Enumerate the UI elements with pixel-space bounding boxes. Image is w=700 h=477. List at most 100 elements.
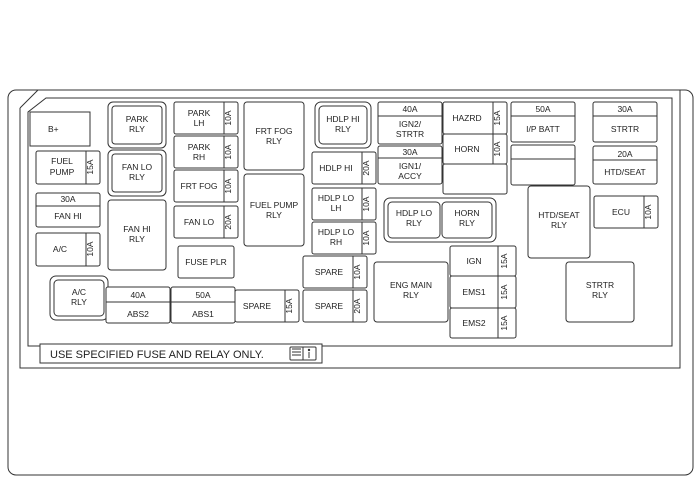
fuse-htd-seat-amp: 20A xyxy=(617,149,632,159)
fuse-puller-label: FUSE PLR xyxy=(185,257,227,267)
relay-strtr-label-1: STRTR xyxy=(586,280,614,290)
fuse-fuel-pump-label-1: FUEL xyxy=(51,156,73,166)
empty-fuse-slot-2 xyxy=(510,144,576,186)
fuse-ign1-accy: 30A IGN1/ ACCY xyxy=(377,145,443,185)
fuse-spare-left-amp: 15A xyxy=(284,298,294,313)
fuse-ac-label: A/C xyxy=(53,244,67,254)
fuse-park-lh-label-1: PARK xyxy=(188,108,211,118)
fuse-hdlp-hi-label: HDLP HI xyxy=(319,163,352,173)
fuse-frt-fog-amp: 10A xyxy=(223,178,233,193)
relay-park-label-2: RLY xyxy=(129,124,145,134)
battery-terminal-label: B+ xyxy=(48,124,59,134)
fuse-park-lh: PARK LH 10A xyxy=(173,101,239,135)
relay-ac-label-1: A/C xyxy=(72,287,86,297)
fuse-ign2-strtr: 40A IGN2/ STRTR xyxy=(377,101,443,145)
fuse-ign: IGN 15A xyxy=(449,245,517,277)
fuse-ems1: EMS1 15A xyxy=(449,275,517,309)
fuse-abs2-label: ABS2 xyxy=(127,309,149,319)
fuse-fan-hi-label: FAN HI xyxy=(54,211,81,221)
fuse-ip-batt: 50A I/P BATT xyxy=(510,101,576,143)
fuse-hazrd-amp: 15A xyxy=(492,110,502,125)
fuse-park-rh-label-2: RH xyxy=(193,152,205,162)
battery-terminal: B+ xyxy=(29,111,91,147)
fuse-spare-top-amp: 10A xyxy=(352,264,362,279)
relay-fan-lo: FAN LO RLY xyxy=(107,149,167,197)
fuse-spare-top: SPARE 10A xyxy=(302,255,368,289)
relay-ac: A/C RLY xyxy=(49,275,109,321)
fuse-fuel-pump-amp: 15A xyxy=(85,159,95,174)
fuse-ign2-strtr-label-1: IGN2/ xyxy=(399,119,422,129)
relay-fan-hi-label-1: FAN HI xyxy=(123,224,150,234)
fuse-strtr-amp: 30A xyxy=(617,104,632,114)
fuse-ign1-accy-amp: 30A xyxy=(402,147,417,157)
fuse-fan-lo-label: FAN LO xyxy=(184,217,215,227)
fuse-hdlp-lo-lh-label-2: LH xyxy=(331,203,342,213)
relay-frt-fog-label-2: RLY xyxy=(266,136,282,146)
relay-hdlp-hi-label-1: HDLP HI xyxy=(326,114,359,124)
relay-frt-fog: FRT FOG RLY xyxy=(243,101,305,171)
relay-eng-main-label-1: ENG MAIN xyxy=(390,280,432,290)
fuse-ems1-amp: 15A xyxy=(499,284,509,299)
relay-fan-hi-label-2: RLY xyxy=(129,234,145,244)
relay-htd-seat-label-2: RLY xyxy=(551,220,567,230)
fuse-ign2-strtr-label-2: STRTR xyxy=(396,129,424,139)
fuse-hazrd-label: HAZRD xyxy=(452,113,481,123)
relay-hdlp-hi: HDLP HI RLY xyxy=(314,101,372,149)
relay-horn xyxy=(441,201,493,239)
fuse-park-lh-amp: 10A xyxy=(223,110,233,125)
relay-hdlp-hi-label-2: RLY xyxy=(335,124,351,134)
fuse-abs2-amp: 40A xyxy=(130,290,145,300)
relay-fuel-pump-label-1: FUEL PUMP xyxy=(250,200,299,210)
fuse-htd-seat: 20A HTD/SEAT xyxy=(592,145,658,185)
fuse-frt-fog: FRT FOG 10A xyxy=(173,169,239,203)
fuse-ign-label: IGN xyxy=(466,256,481,266)
fuse-fan-lo-amp: 20A xyxy=(223,214,233,229)
fuse-hdlp-lo-rh-amp: 10A xyxy=(361,230,371,245)
fuse-ign1-accy-label-1: IGN1/ xyxy=(399,161,422,171)
fuse-abs1-amp: 50A xyxy=(195,290,210,300)
relay-fan-hi: FAN HI RLY xyxy=(107,199,167,271)
relay-frt-fog-label-1: FRT FOG xyxy=(256,126,293,136)
relay-hdlp-lo-label-1: HDLP LO xyxy=(396,208,433,218)
fuse-ems2-amp: 15A xyxy=(499,315,509,330)
fuse-hdlp-lo-rh-label-2: RH xyxy=(330,237,342,247)
fuse-fan-lo: FAN LO 20A xyxy=(173,205,239,239)
fuse-ecu: ECU 10A xyxy=(593,195,659,229)
fuse-spare-top-label: SPARE xyxy=(315,267,344,277)
fuse-puller: FUSE PLR xyxy=(177,245,235,279)
relay-ac-label-2: RLY xyxy=(71,297,87,307)
fuse-box-housing xyxy=(7,89,694,476)
fuse-ip-batt-label: I/P BATT xyxy=(526,124,560,134)
fuse-ac-amp: 10A xyxy=(85,241,95,256)
relay-htd-seat-label-1: HTD/SEAT xyxy=(538,210,579,220)
fuse-ecu-label: ECU xyxy=(612,207,630,217)
manual-book-icon xyxy=(289,346,317,361)
relay-fan-lo-label-1: FAN LO xyxy=(122,162,153,172)
fuse-hdlp-hi-amp: 20A xyxy=(361,160,371,175)
fuse-park-rh: PARK RH 10A xyxy=(173,135,239,169)
relay-fan-lo-label-2: RLY xyxy=(129,172,145,182)
fuse-note: USE SPECIFIED FUSE AND RELAY ONLY. xyxy=(39,343,323,364)
fuse-hdlp-lo-lh: HDLP LO LH 10A xyxy=(311,187,377,221)
relay-fuel-pump-label-2: RLY xyxy=(266,210,282,220)
fuse-fuel-pump-label-2: PUMP xyxy=(50,167,75,177)
fuse-abs2: 40A ABS2 xyxy=(105,286,171,324)
fuse-ac: A/C 10A xyxy=(35,232,101,267)
fuse-ems2-label: EMS2 xyxy=(462,318,485,328)
fuse-hdlp-lo-rh-label-1: HDLP LO xyxy=(318,227,355,237)
relay-fuel-pump: FUEL PUMP RLY xyxy=(243,173,305,247)
fuse-spare-mid: SPARE 20A xyxy=(302,289,368,323)
relay-eng-main: ENG MAIN RLY xyxy=(373,261,449,323)
fuse-ems1-label: EMS1 xyxy=(462,287,485,297)
fuse-hdlp-lo-rh: HDLP LO RH 10A xyxy=(311,221,377,255)
relay-hdlp-lo-label-2: RLY xyxy=(406,218,422,228)
fuse-abs1: 50A ABS1 xyxy=(170,286,236,324)
relay-eng-main-label-2: RLY xyxy=(403,290,419,300)
fuse-horn-label: HORN xyxy=(454,144,479,154)
fuse-fan-hi-amp: 30A xyxy=(60,194,75,204)
fuse-hdlp-lo-lh-amp: 10A xyxy=(361,196,371,211)
fuse-frt-fog-label: FRT FOG xyxy=(181,181,218,191)
relay-horn-label-1: HORN xyxy=(454,208,479,218)
fuse-hdlp-lo-lh-label-1: HDLP LO xyxy=(318,193,355,203)
